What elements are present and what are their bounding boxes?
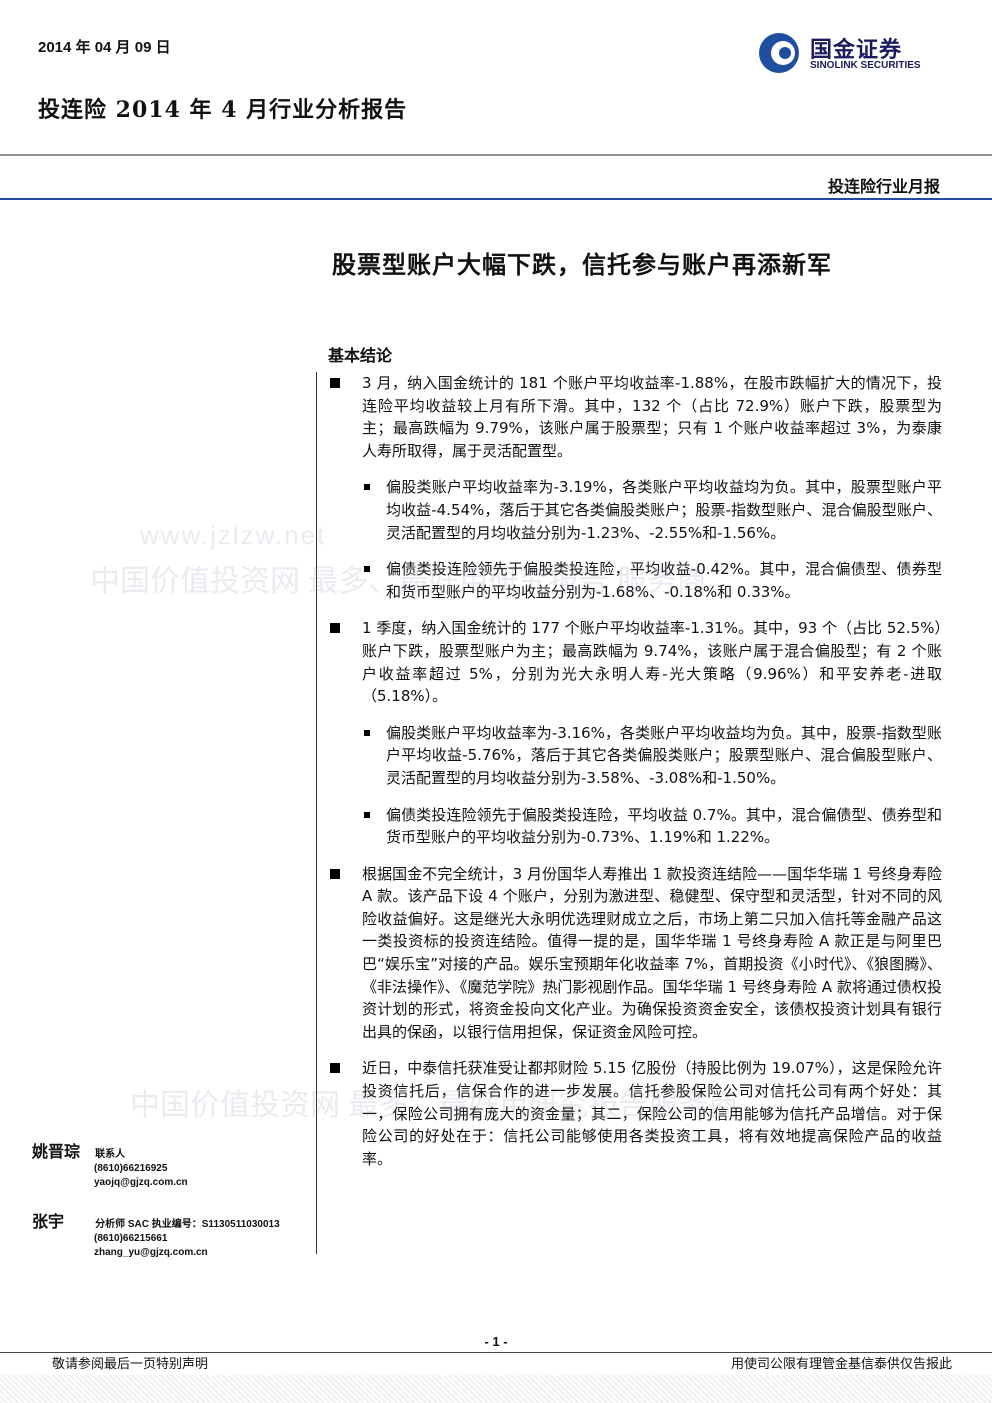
watermark-url: www.jzlzw.net xyxy=(140,520,327,550)
square-bullet-icon xyxy=(330,1063,340,1074)
contact-block: 姚晋琮 联系人 (8610)66216925 yaojq@gjzq.com.cn xyxy=(32,1138,322,1190)
sub-bullet-paragraph: 偏股类账户平均收益率为-3.16%，各类账户平均收益均为负。其中，股票-指数型账… xyxy=(326,722,942,790)
sub-bullet-paragraph: 偏债类投连险领先于偏股类投连险，平均收益-0.42%。其中，混合偏债型、债券型和… xyxy=(326,558,942,603)
bullet-paragraph: 根据国金不完全统计，3 月份国华人寿推出 1 款投资连结险——国华华瑞 1 号终… xyxy=(326,863,942,1044)
paragraph-text: 3 月，纳入国金统计的 181 个账户平均收益率-1.88%，在股市跌幅扩大的情… xyxy=(362,374,942,460)
conclusion-content: 3 月，纳入国金统计的 181 个账户平均收益率-1.88%，在股市跌幅扩大的情… xyxy=(326,372,942,1184)
contact-email[interactable]: yaojq@gjzq.com.cn xyxy=(94,1177,188,1188)
paragraph-text: 偏股类账户平均收益率为-3.19%，各类账户平均收益均为负。其中，股票型账户平均… xyxy=(386,478,942,542)
paragraph-text: 近日，中泰信托获准受让都邦财险 5.15 亿股份（持股比例为 19.07%），这… xyxy=(362,1059,942,1168)
contact-phone: (8610)66215661 xyxy=(94,1233,168,1244)
content-vertical-rule xyxy=(316,372,317,1254)
bullet-paragraph: 近日，中泰信托获准受让都邦财险 5.15 亿股份（持股比例为 19.07%），这… xyxy=(326,1057,942,1170)
contact-role: 联系人 xyxy=(95,1149,126,1160)
logo-cn-text: 国金证券 xyxy=(810,38,903,63)
small-square-bullet-icon xyxy=(364,484,370,491)
paragraph-text: 偏债类投连险领先于偏股类投连险，平均收益-0.42%。其中，混合偏债型、债券型和… xyxy=(386,560,942,601)
logo-en-text: SINOLINK SECURITIES xyxy=(810,60,921,71)
square-bullet-icon xyxy=(330,378,340,388)
page-number: - 1 - xyxy=(484,1334,508,1349)
sub-bullet-paragraph: 偏股类账户平均收益率为-3.19%，各类账户平均收益均为负。其中，股票型账户平均… xyxy=(326,476,942,544)
company-logo: 国金证券 SINOLINK SECURITIES xyxy=(756,30,946,76)
contact-phone: (8610)66216925 xyxy=(94,1163,168,1174)
small-square-bullet-icon xyxy=(364,729,370,736)
small-square-bullet-icon xyxy=(364,811,370,818)
sub-bullet-paragraph: 偏债类投连险领先于偏股类投连险，平均收益 0.7%。其中，混合偏债型、债券型和货… xyxy=(326,804,942,849)
paragraph-text: 偏股类账户平均收益率为-3.16%，各类账户平均收益均为负。其中，股票-指数型账… xyxy=(386,723,942,787)
doc-type-label: 投连险行业月报 xyxy=(827,177,940,196)
paragraph-text: 偏债类投连险领先于偏股类投连险，平均收益 0.7%。其中，混合偏债型、债券型和货… xyxy=(386,805,942,847)
paragraph-text: 1 季度，纳入国金统计的 177 个账户平均收益率-1.31%。其中，93 个（… xyxy=(362,619,942,706)
sinolink-logo-icon xyxy=(759,33,799,73)
section-title: 基本结论 xyxy=(328,346,393,365)
footer-notice: 用使司公限有理管金基信泰供仅告报此 xyxy=(730,1357,952,1372)
contact-name: 张宇 xyxy=(32,1212,65,1231)
square-bullet-icon xyxy=(330,623,340,634)
footer-divider xyxy=(0,1352,992,1353)
contact-email[interactable]: zhang_yu@gjzq.com.cn xyxy=(94,1247,208,1258)
header-blue-divider xyxy=(0,198,992,200)
headline: 股票型账户大幅下跌，信托参与账户再添新军 xyxy=(332,250,832,279)
square-bullet-icon xyxy=(330,868,340,879)
contact-block: 张宇 分析师 SAC 执业编号：S1130511030013 (8610)662… xyxy=(32,1208,322,1260)
report-date: 2014 年 04 月 09 日 xyxy=(38,39,171,56)
paragraph-text: 根据国金不完全统计，3 月份国华人寿推出 1 款投资连结险——国华华瑞 1 号终… xyxy=(362,864,942,1041)
bullet-paragraph: 1 季度，纳入国金统计的 177 个账户平均收益率-1.31%。其中，93 个（… xyxy=(326,617,942,707)
header-divider xyxy=(0,154,992,156)
report-title: 投连险 2014 年 4 月行业分析报告 xyxy=(38,97,408,123)
bullet-paragraph: 3 月，纳入国金统计的 181 个账户平均收益率-1.88%，在股市跌幅扩大的情… xyxy=(326,372,942,462)
footer-disclaimer: 敬请参阅最后一页特别声明 xyxy=(52,1357,209,1372)
footer-pattern-band xyxy=(0,1375,992,1403)
contact-role: 分析师 SAC 执业编号：S1130511030013 xyxy=(95,1219,280,1230)
contact-name: 姚晋琮 xyxy=(32,1142,81,1161)
small-square-bullet-icon xyxy=(364,566,370,573)
